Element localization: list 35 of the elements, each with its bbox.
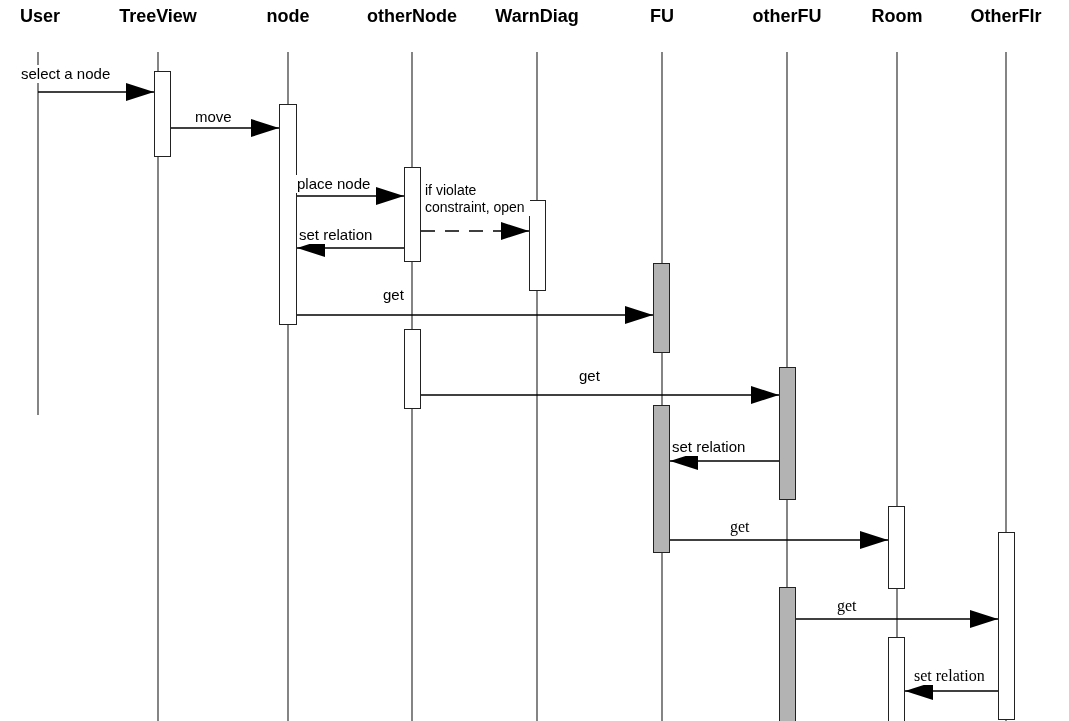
message-arrow [420, 222, 530, 240]
message-arrow [37, 83, 155, 101]
message-arrow [296, 306, 654, 324]
message-arrow [420, 386, 780, 404]
activation-bar [653, 263, 670, 353]
lifeline-header: otherNode [367, 6, 457, 27]
edge-label: place node [296, 175, 372, 193]
edge-label: if violate constraint, open [424, 182, 530, 216]
message-arrow [669, 531, 889, 549]
activation-bar [279, 104, 297, 325]
message-arrow [296, 187, 405, 205]
activation-bar [779, 587, 796, 721]
activation-bar [154, 71, 171, 157]
lifeline-header: otherFU [752, 6, 822, 27]
lifeline-header: TreeView [119, 6, 197, 27]
edge-label: set relation [671, 438, 747, 456]
activation-bar [998, 532, 1015, 720]
activation-bar [653, 405, 670, 553]
edge-label: set relation [298, 226, 374, 244]
activation-bar [779, 367, 796, 500]
message-arrow [795, 610, 999, 628]
activation-bar [529, 200, 546, 291]
lifeline-header: WarnDiag [495, 6, 579, 27]
lifeline-header: FU [650, 6, 674, 27]
activation-bar [404, 329, 421, 409]
lifeline-header: node [266, 6, 310, 27]
activation-bar [404, 167, 421, 262]
lifeline-header: OtherFlr [970, 6, 1042, 27]
message-arrow [170, 119, 280, 137]
edge-label: select a node [20, 65, 112, 83]
activation-bar [888, 506, 905, 589]
activation-bar [888, 637, 905, 721]
lifeline-header: User [20, 6, 60, 27]
lifeline-header: Room [871, 6, 923, 27]
edge-label: set relation [913, 666, 986, 686]
